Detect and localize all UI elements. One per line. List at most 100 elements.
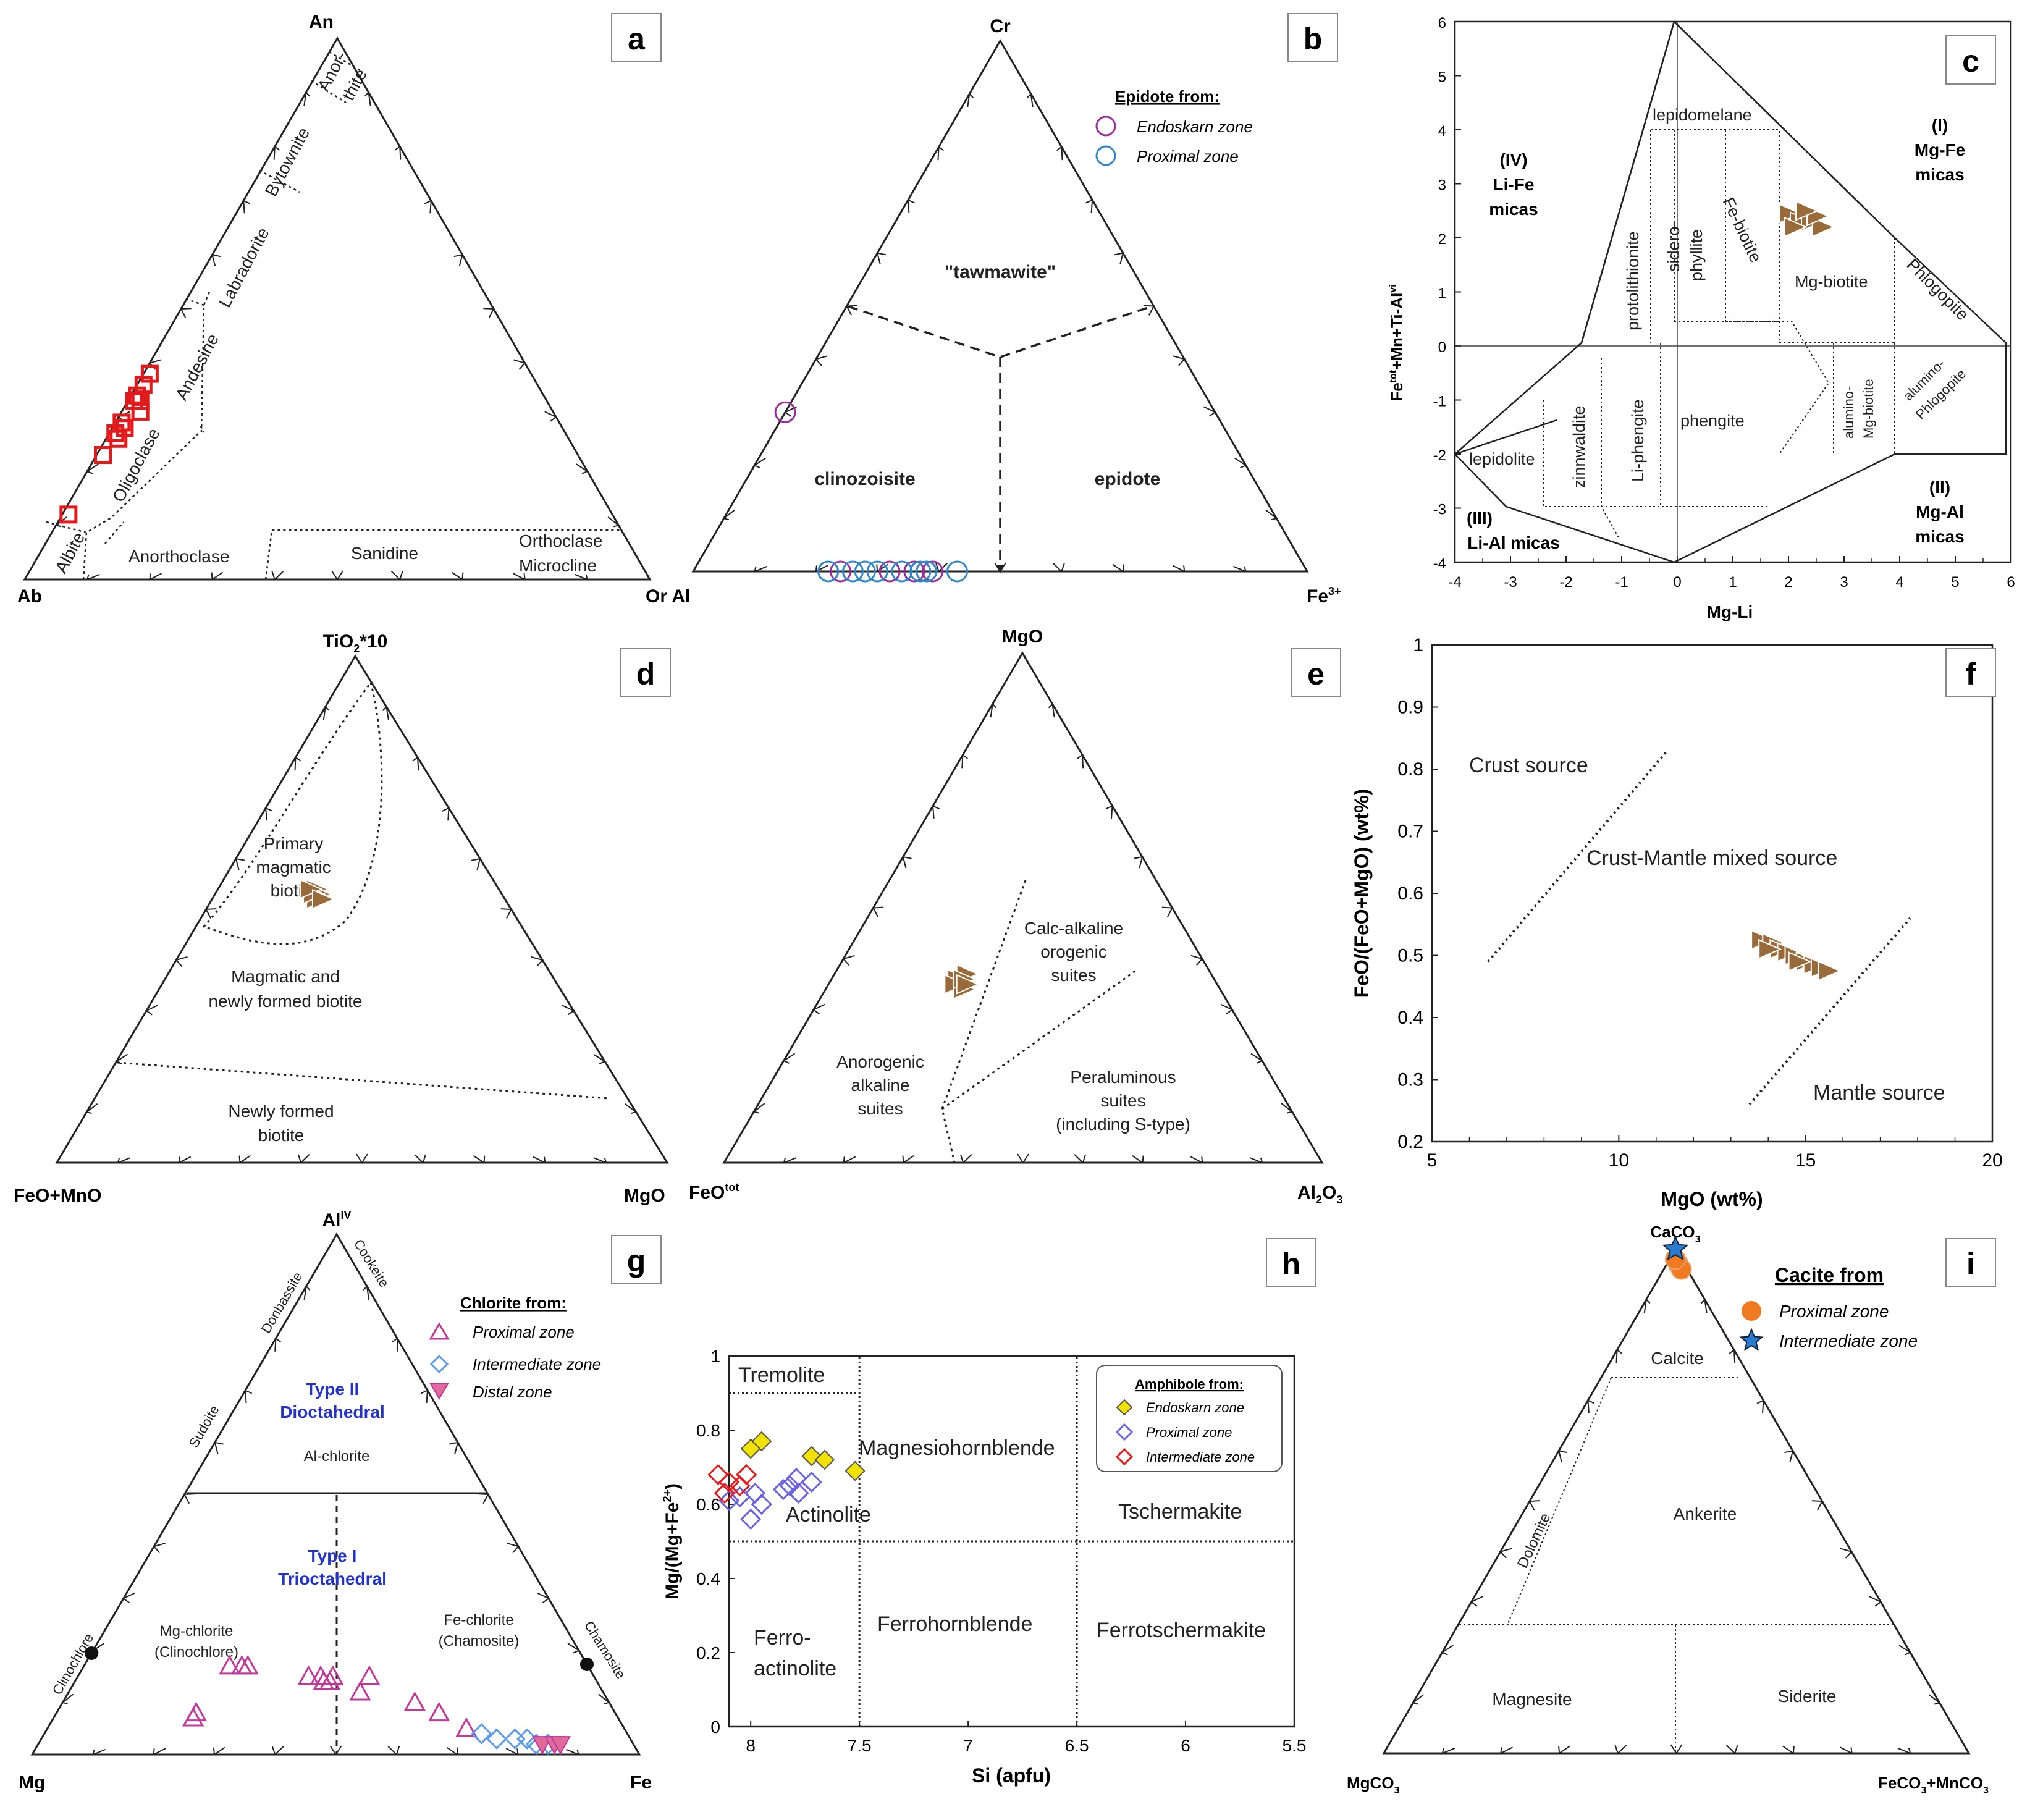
svg-text:(I): (I) <box>1932 116 1948 135</box>
panel-letter-f: f <box>1966 657 1976 691</box>
ternary-tick <box>183 1493 195 1504</box>
amphibole-point <box>736 1464 757 1486</box>
ternary-tick <box>86 573 100 581</box>
apex-label-aliv: AlIV <box>322 1209 351 1231</box>
ternary-tick <box>1869 1596 1882 1607</box>
apex-label-mgo-e: MgO <box>1002 626 1043 647</box>
svg-text:zinnwaldite: zinnwaldite <box>1570 405 1588 488</box>
svg-text:Magnesiohornblende: Magnesiohornblende <box>859 1436 1055 1460</box>
ternary-tick <box>473 1155 486 1164</box>
svg-text:Li-Al micas: Li-Al micas <box>1467 533 1559 552</box>
ternary-tick <box>961 754 968 769</box>
svg-text:(IV): (IV) <box>1499 150 1527 169</box>
type-labels-g: Type II Dioctahedral Type I Trioctahedra… <box>278 1380 387 1588</box>
apex-label-feotot: FeOtot <box>689 1181 739 1203</box>
field-boundaries-h <box>729 1356 1294 1727</box>
panel-letter-i: i <box>1966 1247 1975 1281</box>
x-tick-label: -3 <box>1504 574 1517 591</box>
ternary-tick <box>531 956 544 967</box>
y-tick-label: 0.2 <box>696 1643 720 1662</box>
ternary-tick <box>1056 145 1063 161</box>
ternary-tick <box>814 355 828 366</box>
ternary-tick <box>1499 1548 1512 1559</box>
ternary-tick <box>562 1005 575 1016</box>
legend-h: Amphibole from: Endoskarn zone Proximal … <box>1096 1365 1283 1472</box>
apex-label-feco3: FeCO3+MnCO3 <box>1878 1774 1989 1796</box>
ternary-tick <box>1898 1645 1912 1656</box>
amphibole-point <box>751 1431 772 1452</box>
ternary-tick <box>297 1154 310 1164</box>
apex-label-or: Or Al <box>646 586 690 607</box>
ternary-tick <box>213 1746 225 1756</box>
svg-text:Fe-chlorite: Fe-chlorite <box>444 1612 513 1628</box>
ternary-tick <box>1614 1745 1627 1755</box>
svg-text:Endoskarn zone: Endoskarn zone <box>1146 1400 1244 1415</box>
epidote-point <box>866 560 888 583</box>
y-tick-label: 0.4 <box>696 1569 720 1588</box>
ternary-tick <box>449 1441 459 1454</box>
svg-text:Li-Fe: Li-Fe <box>1493 175 1535 194</box>
ternary-tick <box>513 573 526 581</box>
chlorite-point <box>471 1723 492 1745</box>
ternary-tick <box>322 705 330 720</box>
svg-text:suites: suites <box>857 1099 903 1118</box>
ternary-tick <box>1017 1153 1029 1164</box>
ternary-tick <box>86 463 99 474</box>
amphibole-point <box>801 1471 822 1493</box>
field-labels-f: Crust source Crust-Mantle mixed source M… <box>1469 754 1945 1105</box>
x-tick-label: 6 <box>1181 1736 1190 1755</box>
svg-text:alumino-: alumino- <box>1841 387 1856 439</box>
xlabel-f: MgO (wt%) <box>1661 1188 1763 1210</box>
svg-text:Siderite: Siderite <box>1778 1687 1837 1706</box>
ternary-tick <box>1411 1694 1425 1705</box>
ternary-tick <box>1114 252 1124 265</box>
svg-text:Magmatic and: Magmatic and <box>231 967 340 986</box>
apex-label-caco3: CaCO3 <box>1650 1223 1700 1245</box>
ternary-frame-d <box>55 654 669 1164</box>
svg-text:magmatic: magmatic <box>256 857 331 877</box>
svg-text:biotite: biotite <box>258 1126 305 1145</box>
field-labels-g: Al-chlorite Mg-chlorite (Clinochlore) Fe… <box>154 1448 519 1661</box>
ternary-tick <box>1203 406 1216 417</box>
ternary-tick <box>238 1155 251 1164</box>
ternary-tick <box>932 804 940 819</box>
ternary-tick <box>907 199 915 213</box>
amphibole-point <box>740 1508 762 1530</box>
ternary-tick <box>876 252 887 265</box>
svg-text:Proximal zone: Proximal zone <box>1146 1425 1232 1440</box>
epidote-point <box>903 560 925 583</box>
ternary-tick <box>1281 1103 1294 1114</box>
field-boundaries-c <box>1454 20 2007 563</box>
epidote-point <box>830 560 852 583</box>
ternary-tick <box>783 1156 797 1164</box>
svg-text:(II): (II) <box>1929 478 1950 497</box>
biotite-point <box>1758 938 1782 959</box>
svg-text:Amphibole from:: Amphibole from: <box>1135 1376 1244 1392</box>
biotite-point <box>956 974 980 995</box>
ternary-tick <box>1172 565 1186 573</box>
field-labels-h: Tremolite Magnesiohornblende Actinolite … <box>738 1363 1266 1680</box>
svg-text:clinozoisite: clinozoisite <box>814 469 915 489</box>
ternary-tick <box>1220 1003 1234 1014</box>
panel-letter-box-e <box>1291 648 1341 697</box>
ternary-tick <box>1756 1399 1764 1413</box>
apex-label-fe3: Fe3+ <box>1307 585 1341 607</box>
ternary-tick <box>355 1153 368 1164</box>
ternary-tick <box>175 956 188 967</box>
legend-i: Cacite from Proximal zone Intermediate z… <box>1739 1264 1918 1351</box>
ternary-tick <box>1131 1155 1144 1164</box>
field-labels-a: Anor- thite Bytownite Labradorite Andesi… <box>51 48 602 576</box>
panel-letter-b: b <box>1304 22 1323 56</box>
chamosite-marker <box>580 1658 594 1671</box>
chlorite-point <box>455 1717 478 1737</box>
ternary-tick <box>1725 1745 1738 1755</box>
ternary-tick <box>1500 1746 1513 1755</box>
svg-text:Distal zone: Distal zone <box>473 1383 552 1401</box>
panel-b: b Cr Fe3+ "tawmawite" clinozoisite epido… <box>691 13 1341 607</box>
ternary-tick <box>178 1156 192 1164</box>
amphibole-point <box>718 1489 740 1512</box>
amphibole-point <box>707 1464 729 1486</box>
ternary-tick <box>243 200 251 214</box>
legend-b: Epidote from: Endoskarn zone Proximal zo… <box>1095 87 1253 166</box>
chlorite-point <box>504 1728 526 1750</box>
